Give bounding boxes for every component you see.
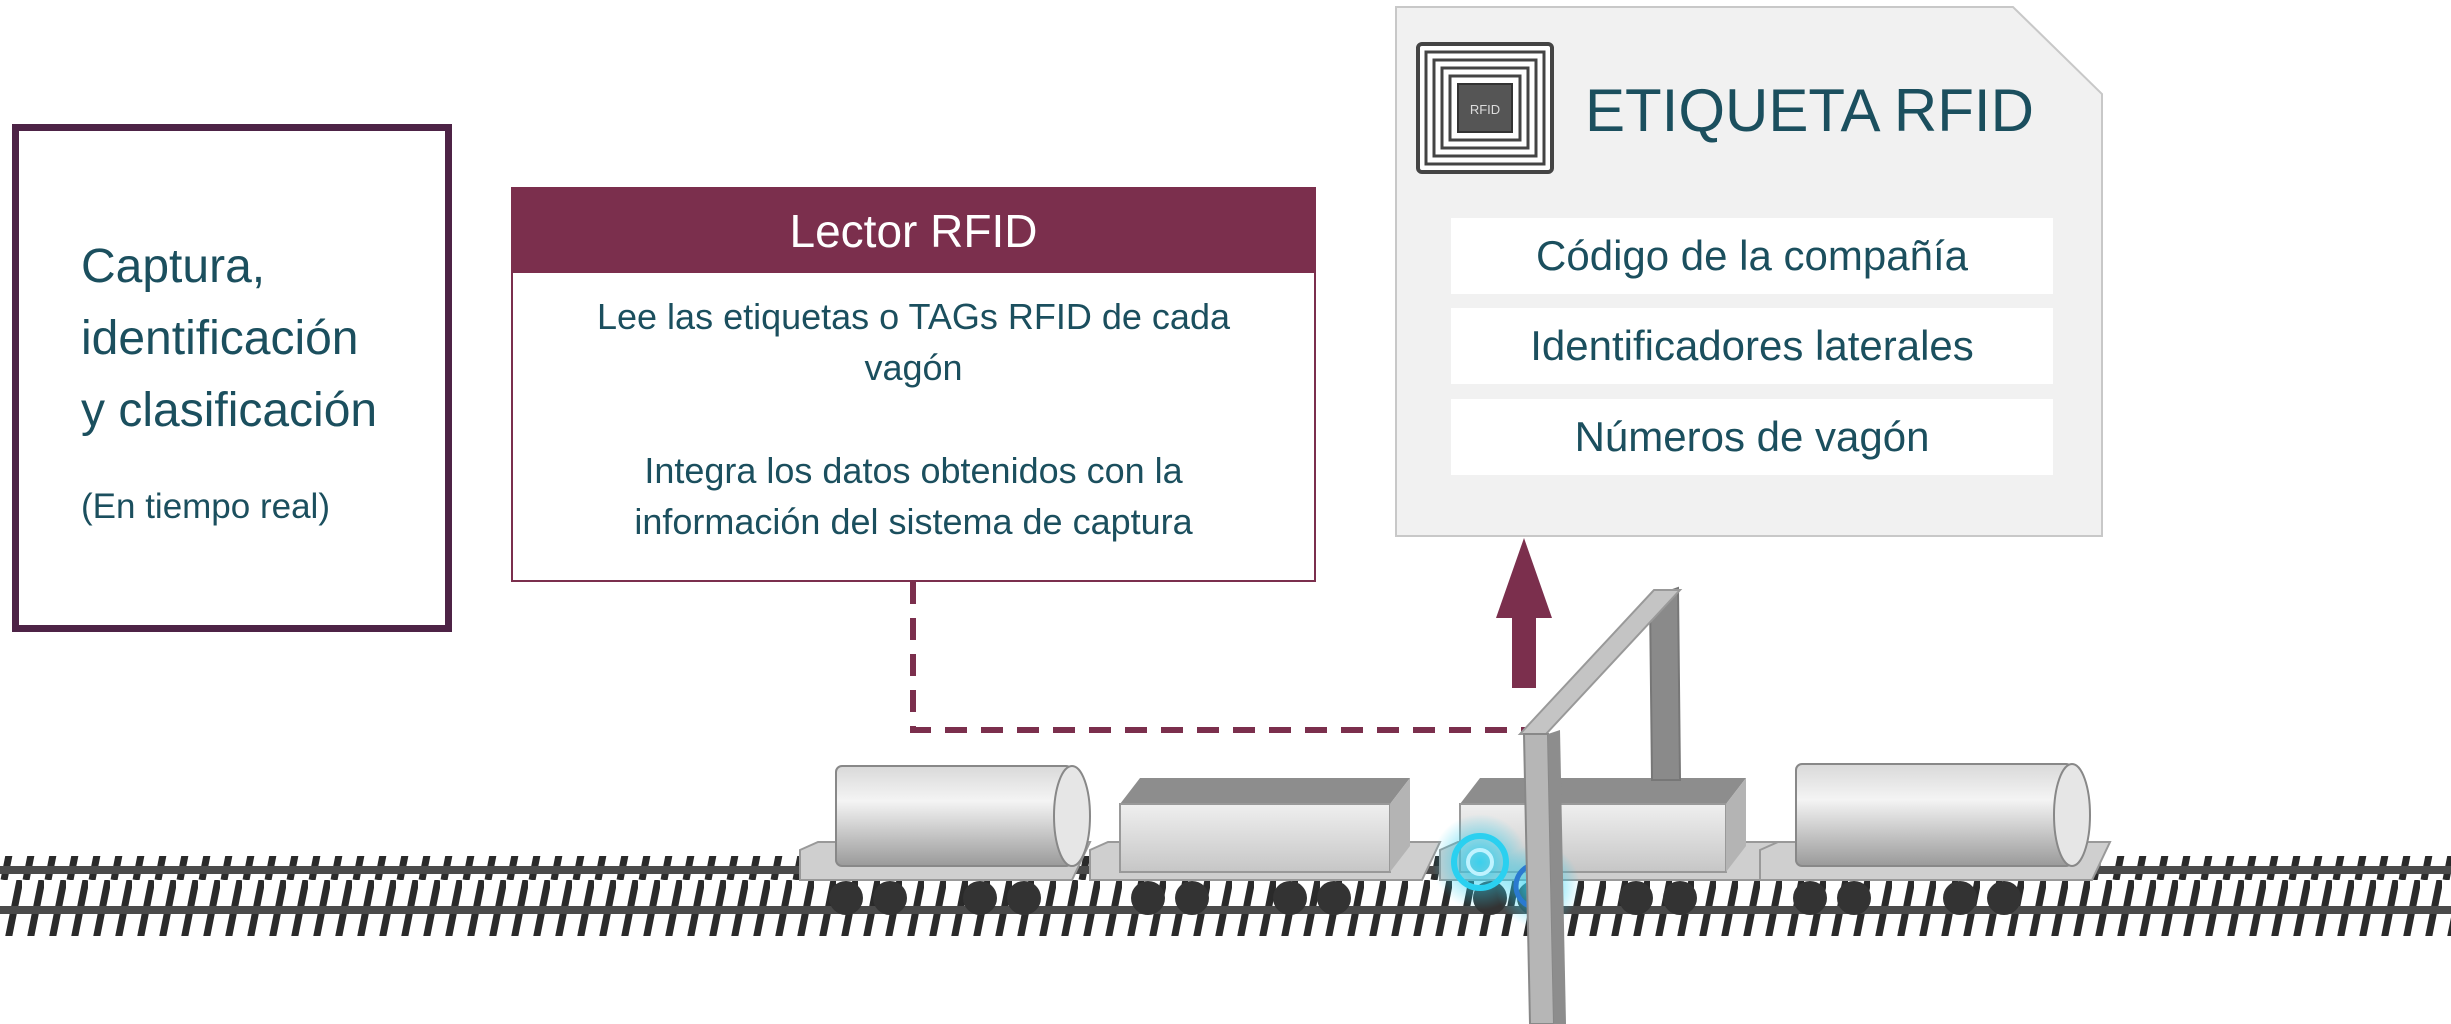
tag-row-wagon-numbers: Números de vagón — [1451, 399, 2053, 475]
wagon-box-2 — [1089, 778, 1442, 915]
wagon-tank-1 — [799, 765, 1092, 915]
rfid-chip-label: RFID — [1470, 102, 1500, 117]
reader-box: Lector RFID Lee las etiquetas o TAGs RFI… — [511, 187, 1316, 582]
reader-paragraph-1-line-1: Lee las etiquetas o TAGs RFID de cada — [596, 296, 1230, 337]
tag-title: ETIQUETA RFID — [1585, 77, 2034, 144]
capture-title-line-3: y clasificación — [81, 384, 378, 437]
reader-paragraph-2: Integra los datos obtenidos con la infor… — [553, 445, 1274, 547]
capture-title-line-2: identificación — [81, 312, 359, 365]
reader-paragraph-1: Lee las etiquetas o TAGs RFID de cada va… — [553, 291, 1274, 393]
capture-box: Captura, identificación y clasificación … — [12, 124, 452, 632]
reader-paragraph-1-line-2: vagón — [864, 347, 963, 388]
capture-title: Captura, identificación y clasificación — [81, 231, 441, 447]
rfid-reader-gantry — [1517, 586, 1683, 1024]
capture-title-line-1: Captura, — [81, 240, 266, 293]
capture-subtitle: (En tiempo real) — [81, 487, 330, 526]
reader-title: Lector RFID — [513, 189, 1314, 273]
wagon-tank-4 — [1759, 763, 2112, 915]
tag-row-side-identifiers: Identificadores laterales — [1451, 308, 2053, 384]
tag-row-company-code: Código de la compañía — [1451, 218, 2053, 294]
reader-paragraph-2-line-2: información del sistema de captura — [634, 501, 1193, 542]
signal-up-arrow — [1496, 538, 1552, 688]
reader-paragraph-2-line-1: Integra los datos obtenidos con la — [644, 450, 1183, 491]
rfid-tag-icon: RFID — [1416, 42, 1554, 174]
reader-connector-line — [910, 582, 1533, 760]
